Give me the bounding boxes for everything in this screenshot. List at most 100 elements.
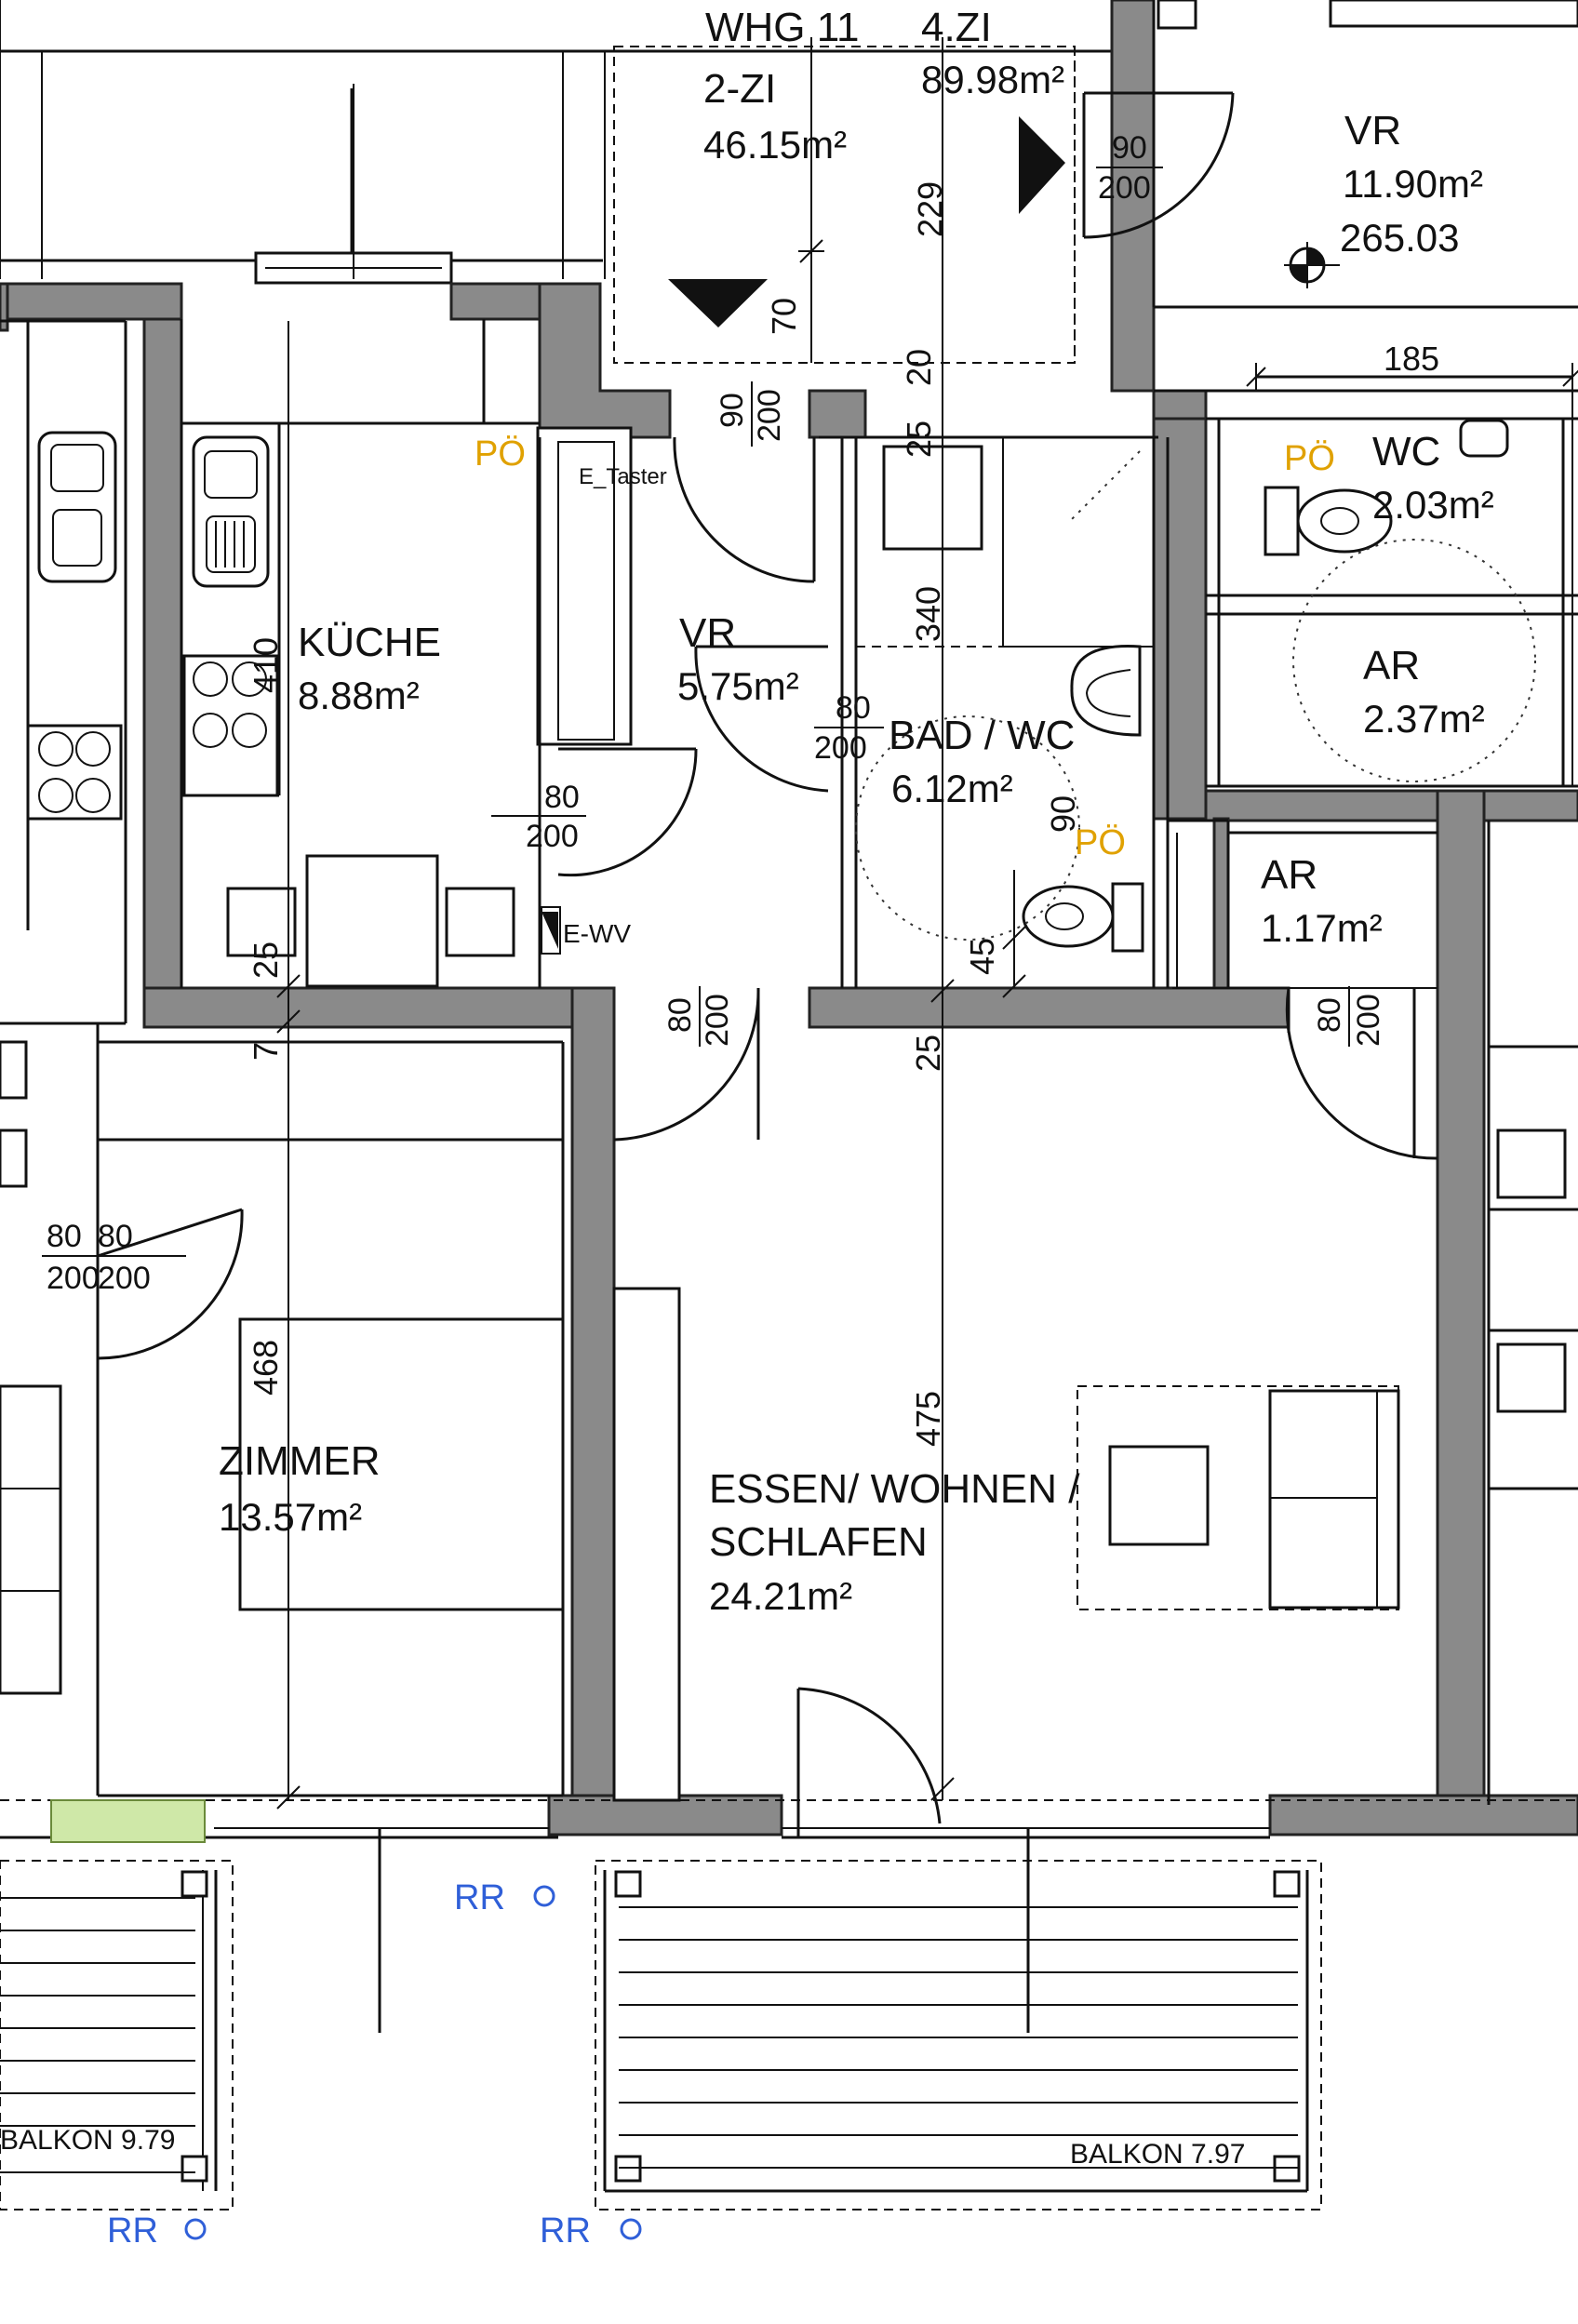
room-area-zimmer: 13.57m²	[219, 1495, 362, 1539]
room-name-vr-neighbor: VR	[1344, 108, 1401, 154]
room-name-ar-small: AR	[1261, 852, 1317, 898]
svg-text:90: 90	[1112, 130, 1147, 166]
dim-7: 7	[247, 1042, 285, 1061]
room-name-vr: VR	[679, 610, 736, 656]
bed-icon	[238, 1317, 565, 1611]
svg-text:80: 80	[98, 1219, 133, 1254]
room-name-kueche: KÜCHE	[298, 620, 441, 665]
dim-25-top: 25	[900, 421, 938, 458]
living-room	[612, 1287, 1400, 1802]
dim-25-mid: 25	[909, 1035, 947, 1072]
room-name-zimmer: ZIMMER	[219, 1438, 381, 1484]
dim-25-kueche: 25	[247, 942, 285, 979]
dim-340: 340	[909, 586, 947, 642]
balcony-threshold-highlight	[50, 1799, 206, 1843]
unit-area-total: 89.98m²	[921, 58, 1064, 101]
dim-410: 410	[247, 637, 285, 693]
room-area-bad: 6.12m²	[891, 767, 1013, 810]
door-size-ar: 80 200	[1312, 986, 1386, 1047]
dim-229: 229	[911, 181, 949, 237]
svg-text:RR: RR	[454, 1878, 505, 1917]
room-area-essen: 24.21m²	[709, 1574, 852, 1618]
po-marker-kueche: PÖ	[475, 434, 526, 474]
balcony-right	[595, 1860, 1322, 2210]
door-size-vr: 90 200	[715, 381, 787, 447]
dim-468: 468	[247, 1340, 285, 1396]
kitchen-sink-icon	[192, 435, 270, 588]
po-marker-bad: PÖ	[1075, 823, 1126, 862]
level-vr-neighbor: 265.03	[1340, 216, 1459, 260]
svg-text:200: 200	[814, 730, 867, 766]
dimension-lines	[276, 37, 1026, 1810]
svg-text:80: 80	[1312, 997, 1347, 1033]
svg-text:RR: RR	[540, 2211, 591, 2251]
room-area-ar-small: 1.17m²	[1261, 906, 1383, 950]
svg-text:200: 200	[98, 1261, 151, 1296]
storage-small	[1168, 819, 1438, 989]
svg-text:80: 80	[544, 780, 580, 815]
toilet-icon	[1022, 885, 1115, 948]
svg-text:200: 200	[1351, 994, 1386, 1047]
washbasin-icon	[1070, 645, 1142, 737]
dim-185: 185	[1384, 340, 1439, 378]
room-area-vr: 5.75m²	[677, 664, 799, 708]
svg-text:80: 80	[836, 690, 871, 726]
door-size-entry: 90 200	[1096, 130, 1163, 206]
e-wv-label: E-WV	[563, 919, 631, 948]
svg-text:80: 80	[662, 997, 698, 1033]
svg-text:80: 80	[47, 1219, 82, 1254]
right-neighbor	[1152, 0, 1578, 1805]
doors	[97, 91, 1438, 1837]
bedroom	[98, 1040, 565, 1797]
room-name-ar-neighbor: AR	[1363, 643, 1420, 688]
dim-20: 20	[900, 349, 938, 386]
svg-text:200: 200	[526, 819, 579, 854]
kitchen-room	[180, 319, 633, 988]
svg-text:90: 90	[715, 393, 750, 428]
door-size-vr-mid: 80 200	[662, 986, 735, 1047]
room-area-wc-neighbor: 2.03m²	[1372, 483, 1494, 527]
door-size-left: 80 80 200 200	[42, 1219, 186, 1296]
unit-title: WHG 11	[705, 5, 859, 50]
bath-and-hall	[538, 435, 1170, 988]
dim-90-bad: 90	[1044, 795, 1082, 833]
room-name-essen-line2: SCHLAFEN	[709, 1519, 928, 1565]
svg-text:200: 200	[752, 389, 787, 442]
room-area-vr-neighbor: 11.90m²	[1343, 162, 1483, 206]
walls	[0, 0, 1578, 1836]
room-name-bad: BAD / WC	[889, 713, 1075, 758]
room-name-essen-line1: ESSEN/ WOHNEN /	[709, 1466, 1080, 1512]
svg-text:RR: RR	[107, 2211, 158, 2251]
stove-icon	[182, 654, 279, 797]
dim-45: 45	[963, 938, 1001, 975]
svg-text:200: 200	[700, 994, 735, 1047]
po-marker-wc: PÖ	[1284, 439, 1335, 478]
rr-marker-2: RR	[107, 2211, 207, 2251]
rr-circle-icon	[184, 2218, 207, 2240]
balcony-left	[0, 1860, 234, 2210]
rr-circle-icon	[533, 1885, 555, 1907]
dim-70: 70	[765, 298, 803, 335]
facade	[0, 1799, 1578, 2033]
unit-type: 2-ZI	[703, 66, 776, 112]
room-name-wc-neighbor: WC	[1372, 429, 1440, 474]
svg-text:200: 200	[47, 1261, 100, 1296]
left-neighbor	[0, 319, 127, 1796]
section-marker-down-icon	[668, 279, 768, 327]
unit-area-net: 46.15m²	[703, 123, 847, 167]
dim-475: 475	[909, 1391, 947, 1447]
room-area-kueche: 8.88m²	[298, 674, 420, 717]
rr-circle-icon	[620, 2218, 642, 2240]
coffee-table-icon	[1108, 1445, 1210, 1546]
rr-marker-1: RR	[454, 1878, 555, 1917]
rr-marker-3: RR	[540, 2211, 642, 2251]
room-area-ar-neighbor: 2.37m²	[1363, 697, 1485, 741]
door-size-kueche: 80 200	[491, 780, 586, 854]
section-marker-icon	[1019, 116, 1065, 214]
dining-table-icon	[305, 854, 439, 988]
shower-tray-icon	[882, 445, 983, 551]
door-size-bad: 80 200	[814, 690, 884, 766]
svg-text:200: 200	[1098, 170, 1151, 206]
balcony-right-label: BALKON 7.97	[1070, 2139, 1245, 2170]
